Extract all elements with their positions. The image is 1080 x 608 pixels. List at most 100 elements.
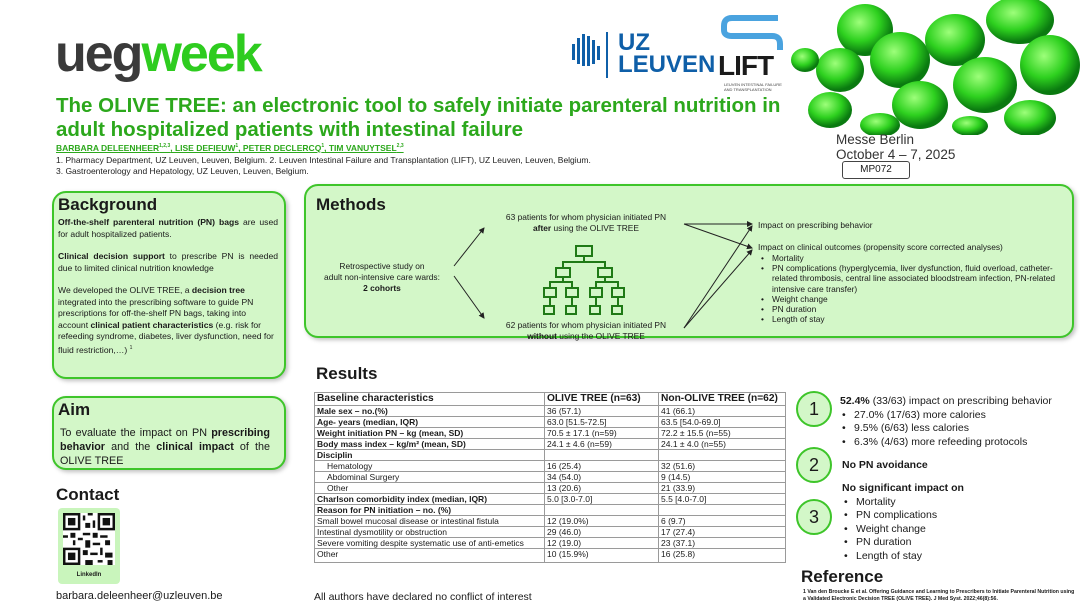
study-line-3: 2 cohorts	[363, 283, 401, 293]
ueg-week-logo: uegweek	[55, 25, 263, 83]
value-cell: 24.1 ± 4.6 (n=59)	[544, 438, 659, 450]
linkedin-qr-card[interactable]: LinkedIn	[58, 508, 120, 584]
impact-prescribing: Impact on prescribing behavior	[758, 220, 873, 230]
value-cell: 63.5 [54.0-69.0]	[658, 416, 786, 428]
value-cell	[544, 504, 659, 516]
table-row: Severe vomiting despite systematic use o…	[314, 537, 786, 549]
poster-code-badge: MP072	[842, 161, 910, 179]
results-heading: Results	[316, 364, 378, 383]
logo-ueg-text: ueg	[55, 25, 143, 83]
cohort-after-line-1: 63 patients for whom physician initiated…	[505, 212, 667, 222]
row-label-cell: Other	[314, 548, 545, 563]
finding-2-text: No PN avoidance	[842, 459, 928, 471]
value-cell: 34 (54.0)	[544, 471, 659, 483]
uz-leuven-logo: UZ LEUVEN	[566, 30, 715, 78]
bg-ref-sup: 1	[129, 344, 133, 351]
outcome-list: Mortality PN complications (hyperglycemi…	[758, 253, 1070, 325]
value-cell: 63.0 [51.5-72.5]	[544, 416, 659, 428]
table-row: Male sex – no.(%)36 (57.1)41 (66.1)	[314, 405, 786, 417]
poster-title: The OLIVE TREE: an electronic tool to sa…	[56, 94, 781, 141]
row-label-cell: Charlson comorbidity index (median, IQR)	[314, 493, 545, 505]
cohort-without: 62 patients for whom physician initiated…	[486, 320, 686, 342]
aim-bold-b: prescribing behavior	[60, 427, 270, 453]
aim-text-a: To evaluate the impact on PN	[60, 427, 212, 439]
bg-text-3c: integrated into the prescribing software…	[58, 296, 254, 330]
value-cell: 70.5 ± 17.1 (n=59)	[544, 427, 659, 439]
bg-text-1: are used for adult hospitalized patients…	[58, 217, 278, 239]
value-cell: 72.2 ± 15.5 (n=55)	[658, 427, 786, 439]
value-cell: 5.5 [4.0-7.0]	[658, 493, 786, 505]
qr-code-icon	[63, 513, 115, 565]
finding-3-item: Length of stay	[842, 550, 964, 564]
leuven-text: LEUVEN	[618, 51, 716, 78]
contact-heading: Contact	[56, 485, 120, 504]
table-header-row: Baseline characteristics OLIVE TREE (n=6…	[314, 392, 786, 406]
row-label-cell: Hematology	[314, 460, 545, 472]
affiliation-line-2: 3. Gastroenterology and Hepatology, UZ L…	[56, 166, 309, 176]
outcome-item: Mortality	[758, 253, 1070, 263]
value-cell: 12 (19.0)	[544, 537, 659, 549]
table-row: Age- years (median, IQR)63.0 [51.5-72.5]…	[314, 416, 786, 428]
value-cell	[658, 449, 786, 461]
conflict-statement: All authors have declared no conflict of…	[314, 591, 532, 603]
lift-text: LIFT	[718, 50, 774, 81]
value-cell: 29 (46.0)	[544, 526, 659, 538]
finding-2-badge: 2	[796, 447, 832, 483]
table-row: Small bowel mucosal disease or intestina…	[314, 515, 786, 527]
reference-text: 1 Van den Broucke E et al. Offering Guid…	[803, 589, 1075, 602]
finding-3: No significant impact on Mortality PN co…	[842, 482, 964, 563]
finding-3-item: PN duration	[842, 536, 964, 550]
row-label-cell: Disciplin	[314, 449, 545, 461]
table-row: Disciplin	[314, 449, 786, 461]
aim-heading: Aim	[58, 400, 91, 419]
qr-label: LinkedIn	[76, 572, 102, 578]
value-cell	[544, 449, 659, 461]
lift-logo: LIFT LEUVEN INTESTINAL FAILURE AND TRANS…	[718, 14, 786, 94]
value-cell: 36 (57.1)	[544, 405, 659, 417]
value-cell: 13 (20.6)	[544, 482, 659, 494]
bg-bold-3b: decision tree	[191, 285, 245, 295]
venue-dates: October 4 – 7, 2025	[836, 147, 956, 162]
decorative-green-blob	[791, 0, 1080, 135]
table-row: Body mass index – kg/m² (mean, SD)24.1 ±…	[314, 438, 786, 450]
cohort-after: 63 patients for whom physician initiated…	[486, 212, 686, 234]
cohort-without-bold: without	[527, 331, 557, 341]
value-cell	[658, 504, 786, 516]
value-cell: 16 (25.4)	[544, 460, 659, 472]
background-heading: Background	[58, 195, 158, 214]
value-cell: 17 (27.4)	[658, 526, 786, 538]
venue-name: Messe Berlin	[836, 132, 915, 147]
venue-info: Messe Berlin October 4 – 7, 2025	[836, 132, 955, 162]
aim-bold-d: clinical impact	[156, 441, 234, 453]
value-cell: 32 (51.6)	[658, 460, 786, 472]
value-cell: 41 (66.1)	[658, 405, 786, 417]
row-label-cell: Reason for PN initiation – no. (%)	[314, 504, 545, 516]
study-line-1: Retrospective study on	[339, 261, 425, 271]
finding-3-text: No significant impact on	[842, 482, 964, 494]
value-cell: 10 (15.9%)	[544, 548, 659, 563]
bg-bold-2: Clinical decision support	[58, 251, 165, 261]
affiliation-line-1: 1. Pharmacy Department, UZ Leuven, Leuve…	[56, 155, 591, 165]
affiliations: 1. Pharmacy Department, UZ Leuven, Leuve…	[56, 155, 756, 177]
bg-bold-1: Off-the-shelf parenteral nutrition (PN) …	[58, 217, 240, 227]
background-panel: Background Off-the-shelf parenteral nutr…	[52, 191, 286, 379]
row-label-cell: Age- years (median, IQR)	[314, 416, 545, 428]
cohort-without-line-2: using the OLIVE TREE	[556, 331, 645, 341]
row-label-cell: Other	[314, 482, 545, 494]
finding-3-badge: 3	[796, 499, 832, 535]
aim-text-e: of the OLIVE TREE	[60, 441, 270, 467]
decision-tree-icon	[543, 245, 625, 315]
finding-1-text: (33/63) impact on prescribing behavior	[869, 395, 1052, 407]
outcome-item: Length of stay	[758, 314, 1070, 324]
methods-heading: Methods	[316, 195, 386, 214]
contact-email[interactable]: barbara.deleenheer@uzleuven.be	[56, 590, 223, 602]
value-cell: 9 (14.5)	[658, 471, 786, 483]
finding-1-item: 27.0% (17/63) more calories	[840, 409, 1076, 423]
value-cell: 21 (33.9)	[658, 482, 786, 494]
methods-panel: Methods Retrospective study on adult non…	[304, 184, 1074, 341]
outcome-item: PN complications (hyperglycemia, liver d…	[758, 263, 1070, 294]
background-text: Off-the-shelf parenteral nutrition (PN) …	[58, 217, 278, 367]
